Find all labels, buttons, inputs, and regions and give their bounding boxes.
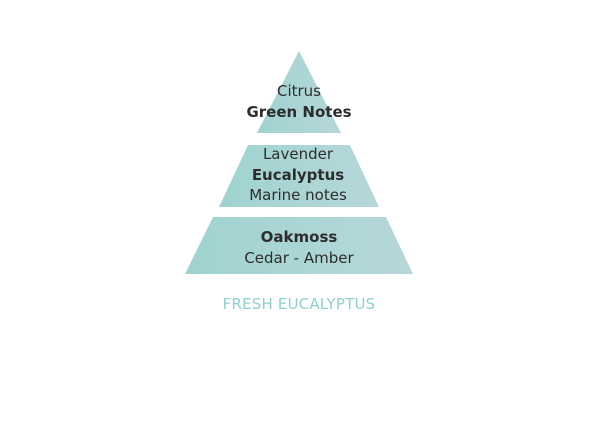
pyramid-middle-tier	[219, 145, 379, 207]
fragrance-name-caption: FRESH EUCALYPTUS	[223, 295, 376, 313]
bottom-tier-line1: Oakmoss	[261, 228, 338, 246]
bottom-tier-line2: Cedar - Amber	[244, 249, 354, 267]
top-tier-line2: Green Notes	[246, 103, 351, 121]
middle-tier-line2: Eucalyptus	[252, 166, 344, 184]
pyramid-bottom-tier	[185, 217, 413, 274]
middle-tier-line1: Lavender	[263, 145, 334, 163]
pyramid-top-tier	[257, 51, 341, 133]
middle-tier-line3: Marine notes	[249, 186, 347, 204]
top-tier-line1: Citrus	[277, 82, 321, 100]
